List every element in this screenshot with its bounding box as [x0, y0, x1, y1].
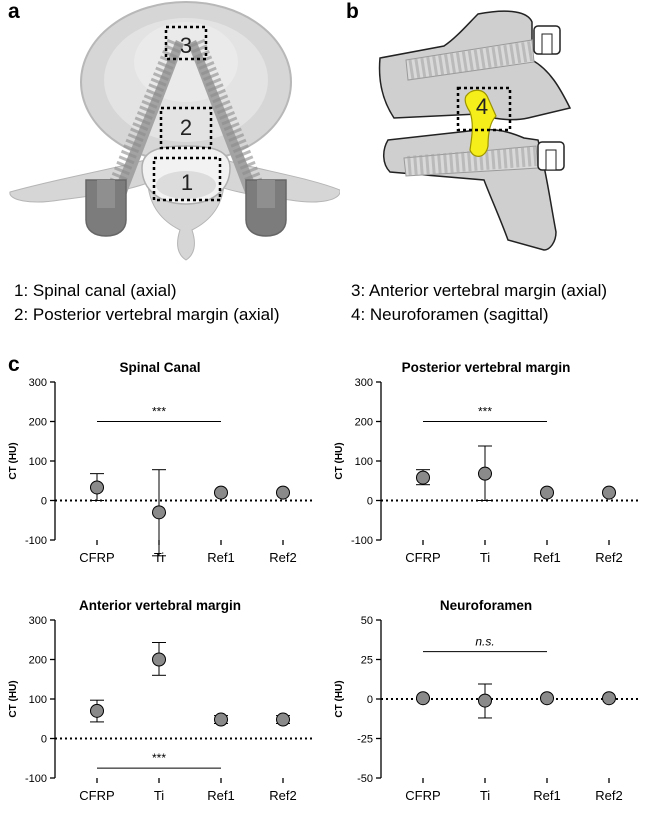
x-tick-label: CFRP [405, 788, 440, 803]
y-tick-label: 200 [29, 417, 47, 429]
y-tick-label: 200 [355, 417, 373, 429]
y-axis-label: CT (HU) [334, 680, 345, 717]
legend-a: 1: Spinal canal (axial) 2: Posterior ver… [14, 279, 279, 327]
x-tick-label: CFRP [79, 550, 114, 565]
chart-title: Spinal Canal [119, 360, 200, 375]
y-tick-label: 25 [361, 655, 373, 667]
x-tick-label: Ref1 [533, 550, 560, 565]
x-tick-label: Ref2 [595, 788, 622, 803]
legend-item: 2: Posterior vertebral margin (axial) [14, 305, 280, 324]
x-tick-label: Ref1 [207, 550, 234, 565]
x-tick-label: Ref2 [595, 550, 622, 565]
y-tick-label: 300 [29, 377, 47, 389]
panel-letter-b: b [346, 0, 359, 23]
yellow-implant [464, 89, 497, 157]
roi-label-2: 2 [180, 115, 192, 140]
significance-label: n.s. [475, 635, 494, 649]
data-point-ti [152, 505, 166, 520]
sagittal-vertebra-illustration: 4 [378, 10, 572, 251]
sagittal-screw-lower [403, 141, 565, 177]
chart-posterior-vertebral-margin: Posterior vertebral margin CT (HU) -100 0 10… [334, 360, 638, 565]
pedicle-screw-right [188, 36, 270, 206]
pedicle-screw-left [102, 36, 184, 206]
screw-head-left [85, 179, 127, 237]
data-point-ti [478, 466, 492, 481]
panel-letter-a: a [8, 0, 20, 23]
y-tick-label: -25 [357, 734, 373, 746]
y-tick-label: -50 [357, 773, 373, 785]
y-tick-label: 0 [367, 496, 373, 508]
roi-label-4: 4 [476, 94, 488, 119]
y-tick-label: 0 [41, 496, 47, 508]
y-tick-label: -100 [351, 535, 373, 547]
y-axis-label: CT (HU) [8, 680, 19, 717]
y-axis-label: CT (HU) [334, 442, 345, 479]
screw-head-right [245, 179, 287, 237]
data-point-cfrp [90, 480, 104, 495]
x-tick-label: CFRP [405, 550, 440, 565]
roi-box-2 [159, 106, 213, 150]
roi-box-4 [456, 86, 512, 132]
legend-item: 3: Anterior vertebral margin (axial) [351, 281, 608, 300]
data-point-cfrp [90, 703, 104, 718]
data-point-ref1 [540, 485, 554, 500]
roi-label-3: 3 [180, 33, 192, 58]
x-tick-label: CFRP [79, 788, 114, 803]
y-axis-label: CT (HU) [8, 442, 19, 479]
x-tick-label: Ti [480, 788, 490, 803]
x-tick-label: Ref2 [269, 550, 296, 565]
y-tick-label: 0 [41, 734, 47, 746]
data-point-ref2 [276, 712, 290, 727]
chart-anterior-vertebral-margin: Anterior vertebral margin CT (HU) -100 0 100… [8, 598, 312, 803]
data-point-ref2 [602, 691, 616, 706]
significance-label: *** [152, 405, 166, 419]
x-tick-label: Ti [480, 550, 490, 565]
x-tick-label: Ref1 [533, 788, 560, 803]
axial-vertebra-illustration: 3 2 1 [9, 1, 340, 261]
panel-letter-c: c [8, 353, 20, 376]
data-point-ti [478, 693, 492, 708]
y-tick-label: 100 [29, 694, 47, 706]
y-tick-label: 0 [367, 694, 373, 706]
y-tick-label: 300 [355, 377, 373, 389]
data-point-ref1 [214, 712, 228, 727]
data-point-cfrp [416, 691, 430, 706]
data-point-cfrp [416, 470, 430, 485]
y-tick-label: -100 [25, 773, 47, 785]
y-tick-label: 100 [355, 456, 373, 468]
roi-box-1 [152, 156, 222, 202]
legend-b: 3: Anterior vertebral margin (axial) 4: … [351, 279, 607, 327]
chart-title: Neuroforamen [440, 598, 532, 613]
legend-item: 4: Neuroforamen (sagittal) [351, 305, 549, 324]
significance-label: *** [478, 405, 492, 419]
y-tick-label: 100 [29, 456, 47, 468]
y-tick-label: 200 [29, 655, 47, 667]
data-point-ref2 [602, 485, 616, 500]
legend-item: 1: Spinal canal (axial) [14, 281, 177, 300]
y-tick-label: -100 [25, 535, 47, 547]
y-tick-label: 300 [29, 615, 47, 627]
x-tick-label: Ti [154, 788, 164, 803]
chart-title: Anterior vertebral margin [79, 598, 241, 613]
y-tick-label: 50 [361, 615, 373, 627]
data-point-ref1 [540, 691, 554, 706]
x-tick-label: Ref1 [207, 788, 234, 803]
chart-title: Posterior vertebral margin [402, 360, 571, 375]
sagittal-screw-upper [405, 25, 561, 81]
data-point-ref2 [276, 485, 290, 500]
data-point-ti [152, 652, 166, 667]
data-point-ref1 [214, 485, 228, 500]
roi-label-1: 1 [181, 170, 193, 195]
significance-label: *** [152, 751, 166, 765]
roi-box-3 [164, 25, 208, 61]
x-tick-label: Ti [154, 550, 164, 565]
x-tick-label: Ref2 [269, 788, 296, 803]
